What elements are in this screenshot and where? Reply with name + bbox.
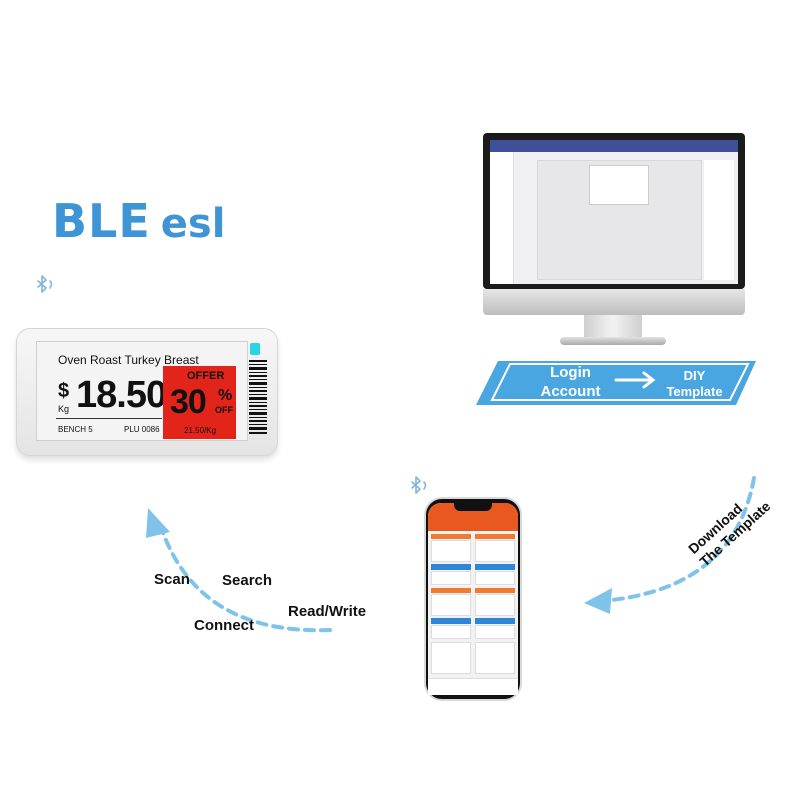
scan-label: Scan [154,571,190,588]
off-label: OFF [215,405,233,415]
properties-panel [704,160,734,280]
flow-arrow-right [610,476,756,602]
arrow-head-icon [146,508,170,538]
template-preview [589,165,649,205]
title-suffix: esl [160,201,226,247]
price: 18.50 [76,374,167,416]
phone-tile [431,625,471,639]
app-sidebar [490,152,514,284]
phone-tile-tag [475,534,515,539]
phone-tile [475,642,515,674]
phone-notch [454,503,492,511]
phone-tile [475,625,515,639]
app-navbar [490,140,738,152]
login-label: Login [550,364,591,381]
phone-tab-bar [428,678,518,695]
phone-tile [431,571,471,585]
divider [56,418,162,419]
phone-tile [431,594,471,616]
phone-tile-tag [431,534,471,539]
phone-tile-button [431,618,471,624]
phone-tile [475,594,515,616]
login-banner [476,361,756,405]
offer-price: 21.50/Kg [184,426,217,435]
phone-tile-tag [431,588,471,593]
phone-tile-button [475,618,515,624]
phone-tile-tag [475,588,515,593]
arrow-right-icon [614,371,656,389]
price-unit: Kg [58,404,70,414]
percent-sign: % [218,387,233,404]
product-name: Oven Roast Turkey Breast [58,353,199,367]
flow-arrow-left [160,528,332,633]
currency-symbol: $ [58,380,70,402]
template-label: Template [666,384,723,399]
arrow-head-icon [584,588,612,614]
read-write-label: Read/Write [288,603,367,620]
phone-tile [475,571,515,585]
search-label: Search [222,572,273,589]
bluetooth-icon [37,275,53,293]
account-label: Account [540,383,601,400]
phone-tile [431,540,471,562]
bluetooth-icon [411,476,427,494]
led-indicator [250,343,260,355]
title-main: BLE [52,194,151,248]
phone-tile-button [431,564,471,570]
phone-tile-button [475,564,515,570]
offer-label: OFFER [187,370,225,382]
bench-label: BENCH 5 [58,425,93,434]
phone-tile [475,540,515,562]
phone-tile [431,642,471,674]
barcode-icon [249,360,267,434]
plu-label: PLU 0086 [124,425,160,434]
discount-value: 30 [170,383,207,421]
connect-label: Connect [194,617,254,634]
monitor-stand [584,315,642,339]
diy-label: DIY [683,368,706,383]
offer-panel [163,366,236,439]
monitor-base [560,337,666,345]
monitor-chin [483,289,745,315]
